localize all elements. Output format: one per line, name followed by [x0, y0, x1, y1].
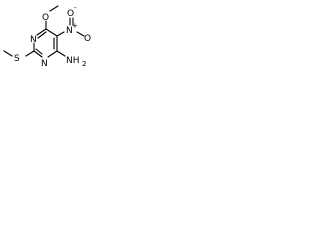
bond-nitro-o-right	[76, 31, 85, 37]
bond-c5-nitro	[56, 31, 65, 37]
atom-ring-nitrogen-left: N	[30, 35, 37, 45]
bond-n3-c2-double	[35, 48, 43, 55]
atom-methoxy-oxygen: O	[42, 13, 49, 23]
atom-nitro-plus-charge: +	[72, 22, 78, 30]
atom-amine-subscript: 2	[82, 60, 86, 68]
substituent-bonds	[3, 5, 85, 57]
atom-sulfur: S	[14, 54, 20, 64]
molecule-drawing: O N + O - O N N S NH 2	[0, 0, 101, 92]
atom-amine-nitrogen: NH	[66, 56, 80, 66]
bond-n1-c6-double	[37, 31, 47, 39]
bond-c2-s	[25, 50, 35, 57]
atom-labels: O N + O - O N N S NH 2	[14, 4, 91, 69]
atom-nitro-minus-charge: -	[74, 4, 77, 12]
structure-svg: O N + O - O N N S NH 2	[3, 4, 91, 69]
atom-nitro-nitrogen: N	[66, 26, 73, 36]
bond-n1-c6	[36, 28, 47, 36]
ring-bonds	[33, 28, 58, 58]
bond-c4-amine	[56, 50, 66, 57]
atom-nitro-oxygen-right: O	[84, 34, 91, 44]
bond-n3-c2	[33, 50, 43, 58]
atom-ring-nitrogen-bottom: N	[41, 59, 48, 69]
bond-s-methyl	[3, 50, 13, 57]
atom-nitro-oxygen-top: O	[67, 9, 74, 19]
bond-o-methyl	[49, 5, 59, 12]
bond-c4-n3	[47, 50, 58, 58]
bond-c6-c5	[45, 28, 58, 37]
